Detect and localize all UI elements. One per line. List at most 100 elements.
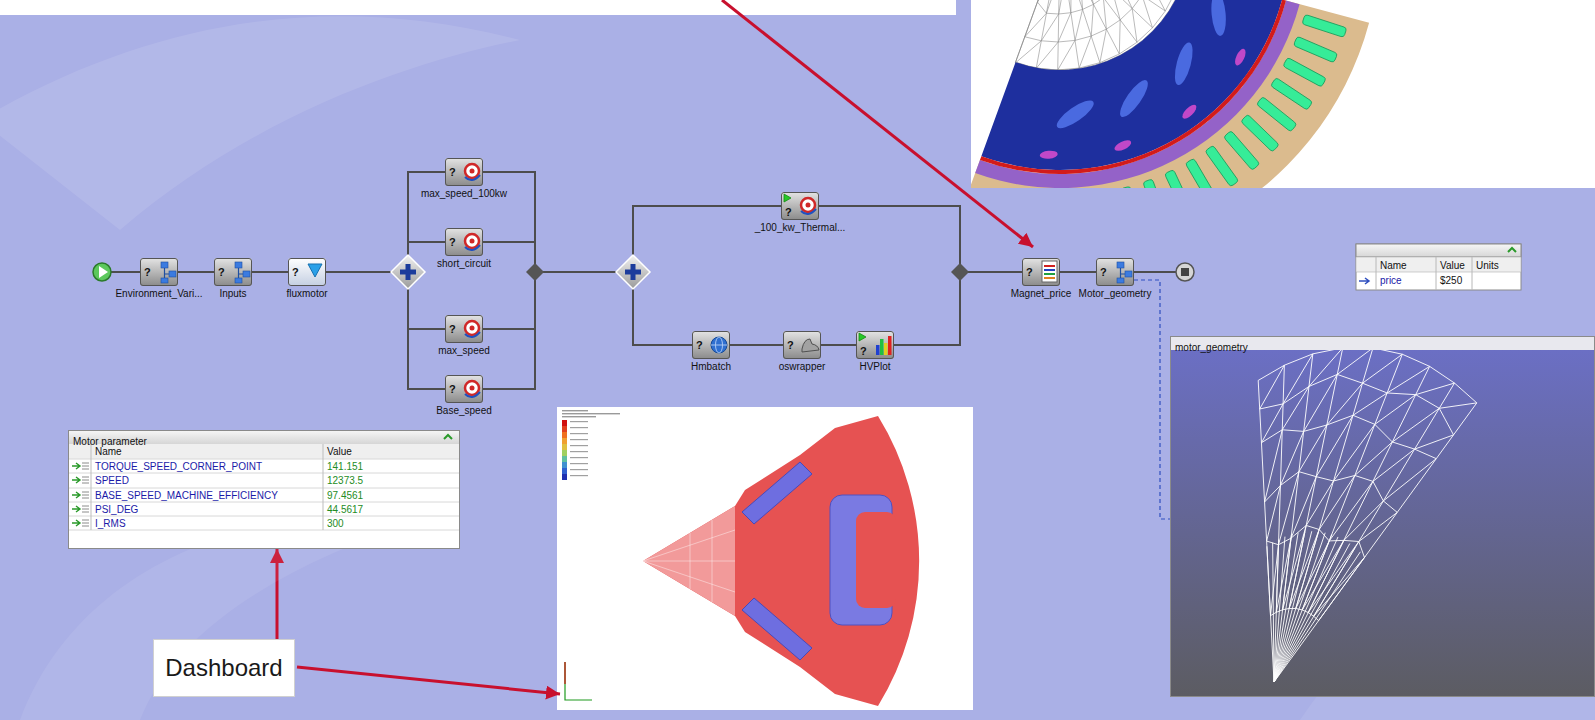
color-scale-step [562, 426, 567, 432]
table-header-row [1356, 257, 1521, 272]
tree-glyph [235, 262, 242, 268]
task-label: Base_speed [436, 405, 492, 417]
task-label: Magnet_price [1011, 288, 1072, 300]
tiny-scale-mark [570, 427, 588, 428]
flow-connector [483, 172, 692, 345]
report-glyph [1044, 265, 1055, 267]
parameter-panel [68, 430, 460, 549]
status-mark: ? [218, 266, 225, 279]
task-node: ?max_speed [438, 315, 490, 357]
leader-arrow [297, 667, 560, 694]
flow-connector [326, 242, 445, 272]
icon-fill [783, 331, 821, 359]
task-label: Environment_Vari... [115, 288, 202, 300]
table-cell: Name [95, 445, 122, 458]
icon-fill [856, 331, 894, 359]
table-cell: 12373.5 [327, 474, 363, 487]
status-mark: ? [787, 339, 794, 352]
list-icon [82, 506, 89, 512]
tree-glyph [169, 271, 176, 277]
stator-slot [1256, 97, 1297, 132]
rotor-magnet [1210, 0, 1228, 36]
rotor-patch [1039, 150, 1058, 160]
task-icon [445, 158, 483, 186]
task-icon-box: ? [214, 258, 252, 286]
start-play-symbol [99, 266, 108, 278]
parameter-panel [1356, 244, 1521, 290]
flow-connector [483, 242, 692, 345]
magnet-pocket [742, 598, 812, 660]
solver-glyph [465, 321, 479, 335]
table-cell: 141.151 [327, 460, 363, 473]
task-icon-box: ? [1096, 258, 1134, 286]
task-icon-box: ? [1022, 258, 1060, 286]
solver-glyph [470, 326, 475, 331]
task-node: ?short_circuit [437, 228, 491, 270]
callout-text: Dashboard [165, 654, 282, 682]
collapse-chevron [1508, 248, 1516, 252]
fork-diamond [391, 255, 425, 289]
flow-connector [1134, 280, 1170, 519]
callout-box: Dashboard [153, 639, 295, 697]
collapse-chevron [444, 435, 452, 439]
solver-glyph [465, 164, 479, 178]
stator-slot [1223, 131, 1259, 171]
task-label: max_speed_100kw [421, 188, 507, 200]
panel-title-bar [1356, 244, 1521, 257]
flow-connector [730, 344, 783, 346]
list-icon [82, 477, 89, 483]
picture-panel [557, 407, 973, 710]
geometry-mesh-picture [1258, 350, 1477, 682]
report-glyph [1042, 261, 1057, 282]
globe-glyph [711, 337, 727, 353]
motor-section-picture [971, 0, 1369, 188]
flow-connector [483, 272, 692, 345]
task-node: ?Base_speed [436, 375, 492, 417]
plot-glyph [876, 345, 880, 355]
tiny-caption-mark [562, 410, 588, 411]
task-icon [1022, 258, 1060, 286]
output-arrow-icon [72, 477, 80, 483]
list-icon [82, 463, 89, 469]
icon-fill [445, 375, 483, 403]
task-icon [214, 258, 252, 286]
icon-fill [445, 158, 483, 186]
flow-connector [252, 271, 288, 273]
task-label: Hmbatch [691, 361, 731, 373]
solver-glyph [465, 234, 479, 248]
status-mark: ? [1026, 266, 1033, 279]
background-swirl [0, 16, 520, 230]
tiny-scale-mark [570, 445, 588, 446]
dashboard-panel: Motor parameter [68, 430, 460, 549]
stator-slot [1121, 186, 1142, 188]
stator-slot [1185, 158, 1216, 188]
task-icon-box: ? [445, 158, 483, 186]
task-icon-box: ? [288, 258, 326, 286]
task-label: Inputs [219, 288, 246, 300]
output-arrow-icon [72, 463, 80, 469]
status-mark: ? [1100, 266, 1107, 279]
color-scale-step [562, 450, 567, 456]
stator-slot [1143, 179, 1167, 188]
leader-arrow [722, 0, 1033, 247]
stator-slot [1302, 14, 1347, 37]
task-icon-box: ? [781, 192, 819, 220]
table-row-line [69, 473, 459, 474]
list-icon [82, 520, 89, 526]
table-cell: $250 [1440, 274, 1462, 287]
task-icon [445, 375, 483, 403]
flow-connector [326, 272, 445, 389]
status-mark: ? [449, 166, 456, 179]
tiny-scale-mark [570, 475, 588, 476]
table-cell: Name [1380, 259, 1407, 272]
table-cell: price [1380, 274, 1402, 287]
rotor-magnet [1116, 77, 1153, 121]
stator-region [971, 1, 1369, 188]
tiny-scale-mark [570, 421, 588, 422]
tiny-scale-mark [570, 463, 588, 464]
solver-glyph [465, 392, 480, 397]
tree-glyph [243, 271, 250, 277]
stator-slot [1293, 36, 1337, 63]
